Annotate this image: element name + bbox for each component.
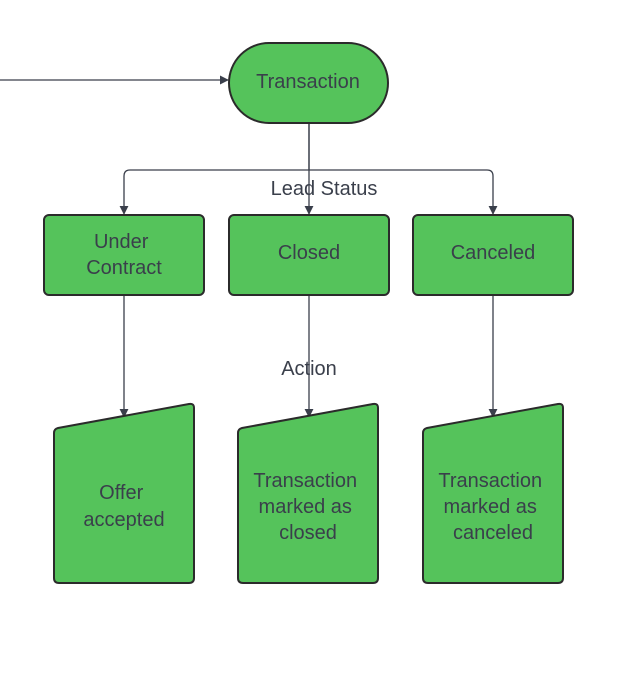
node-marked-closed-line-2: marked as xyxy=(259,496,352,518)
node-transaction: Transaction xyxy=(228,42,389,124)
node-canceled: Canceled xyxy=(412,214,574,296)
node-offer-accepted-line-1: Offer xyxy=(99,482,143,504)
node-closed-shape xyxy=(228,214,390,296)
connectors xyxy=(0,75,498,418)
node-marked-canceled-line-2: marked as xyxy=(444,496,537,518)
node-transaction-line-1: Transaction xyxy=(256,71,360,93)
connector-transaction-to-canceled xyxy=(309,169,498,215)
node-under-contract-line-1: Under xyxy=(94,231,149,253)
node-under-contract: Under Contract xyxy=(43,214,205,296)
node-marked-closed-label: Transaction marked as closed xyxy=(253,470,362,544)
node-canceled-line-1: Canceled xyxy=(451,242,536,264)
node-canceled-label: Canceled xyxy=(451,242,536,264)
node-closed-label: Closed xyxy=(278,242,340,264)
node-canceled-shape xyxy=(412,214,574,296)
node-offer-accepted-shape xyxy=(53,402,195,584)
node-offer-accepted-line-2: accepted xyxy=(83,509,164,531)
node-under-contract-shape xyxy=(43,214,205,296)
node-marked-canceled-shape xyxy=(422,402,564,584)
node-offer-accepted-label: Offer accepted xyxy=(83,482,164,531)
node-marked-canceled: Transaction marked as canceled xyxy=(422,402,564,584)
node-transaction-label: Transaction xyxy=(256,71,360,93)
connector-transaction-to-under-contract xyxy=(119,123,310,215)
node-marked-closed: Transaction marked as closed xyxy=(237,402,379,584)
node-under-contract-label: Under Contract xyxy=(86,231,162,279)
node-marked-closed-line-3: closed xyxy=(279,522,337,544)
edge-label-lead-status: Lead Status xyxy=(271,178,378,200)
node-under-contract-line-2: Contract xyxy=(86,257,162,279)
node-marked-canceled-line-1: Transaction xyxy=(438,470,542,492)
node-marked-closed-line-1: Transaction xyxy=(253,470,357,492)
node-transaction-shape xyxy=(228,42,389,124)
node-marked-canceled-line-3: canceled xyxy=(453,522,533,544)
node-marked-canceled-label: Transaction marked as canceled xyxy=(438,470,547,544)
node-marked-closed-shape xyxy=(237,402,379,584)
edge-label-action: Action xyxy=(281,358,337,380)
node-closed-line-1: Closed xyxy=(278,242,340,264)
node-closed: Closed xyxy=(228,214,390,296)
node-offer-accepted: Offer accepted xyxy=(53,402,195,584)
